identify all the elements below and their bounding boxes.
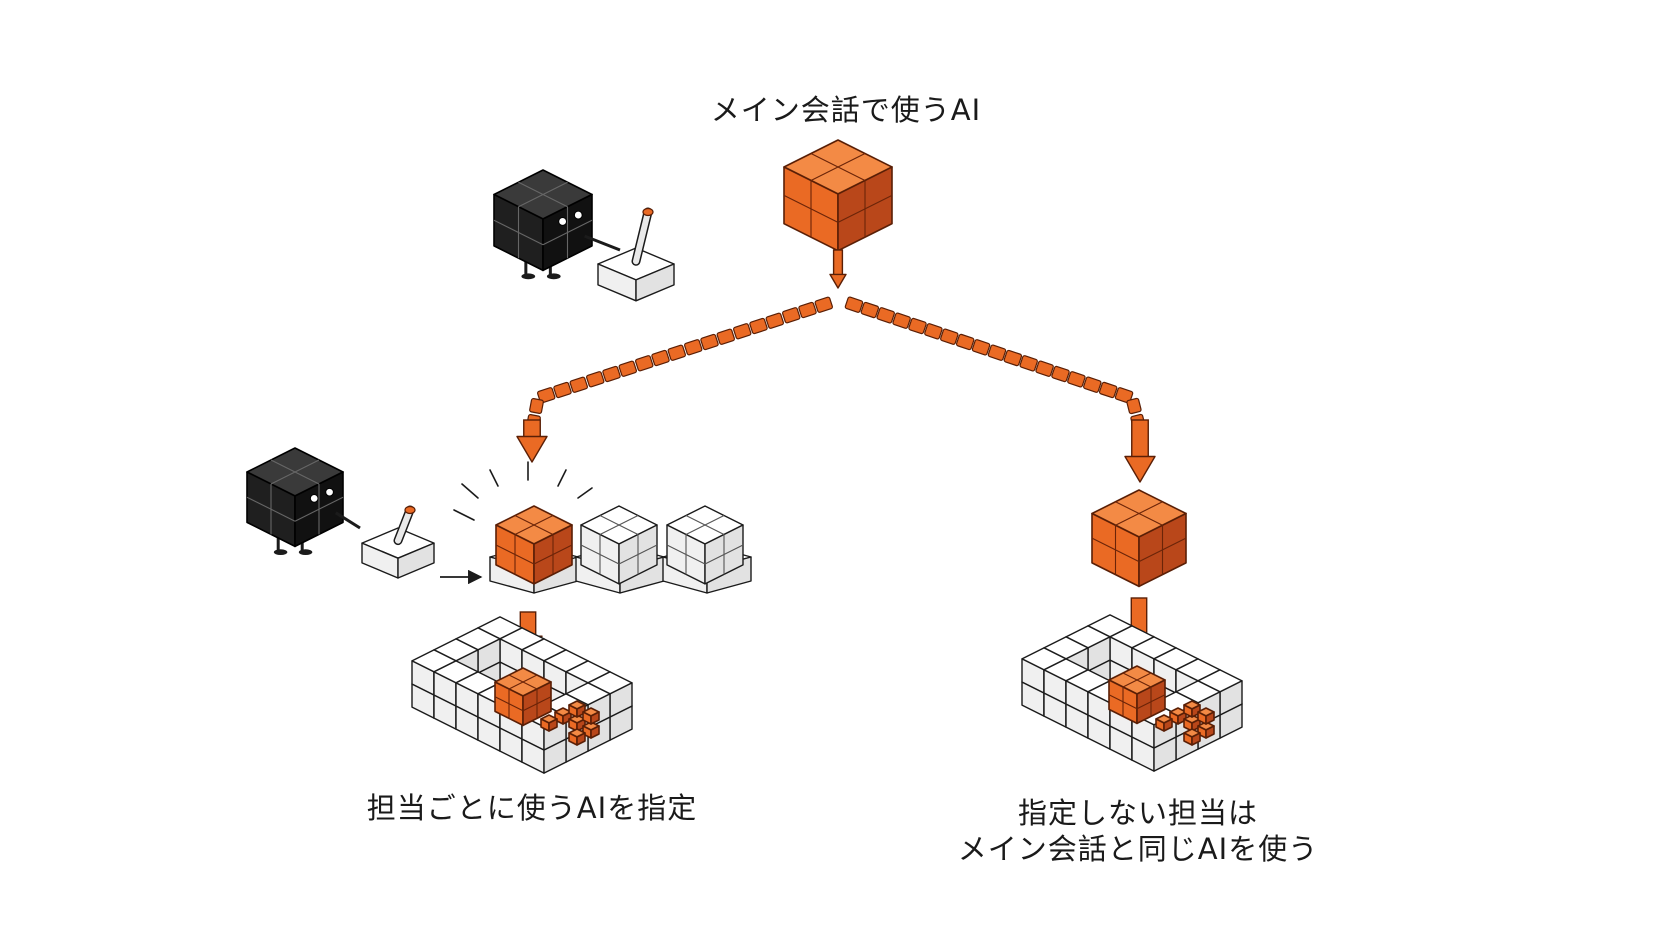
robot-top <box>493 169 621 280</box>
selected-ai-cube <box>495 505 573 585</box>
right-cross-piece <box>1155 700 1215 746</box>
left-branch-arrow <box>516 419 548 463</box>
option-cube-2 <box>580 505 658 585</box>
main-ai-cube <box>783 139 893 252</box>
lever-box-left <box>361 505 435 579</box>
right-branch-arrow <box>1124 419 1156 483</box>
sparkle-icon <box>453 461 593 521</box>
default-ai-label-line1: 指定しない担当は <box>1017 796 1258 830</box>
lever-box-top <box>597 207 675 302</box>
rail-right <box>844 296 1134 404</box>
rail-left <box>537 296 833 404</box>
right-worker-cube <box>1108 665 1166 725</box>
main-ai-label: メイン会話で使うAI <box>710 93 982 127</box>
lever-icon <box>393 505 416 546</box>
right-ai-cube <box>1091 489 1187 588</box>
default-ai-label-line2: メイン会話と同じAIを使う <box>957 832 1319 867</box>
per-role-ai-label: 担当ごとに使うAIを指定 <box>366 791 698 825</box>
left-cross-piece <box>540 700 600 746</box>
default-ai-label: 指定しない担当は メイン会話と同じAIを使う <box>958 795 1318 868</box>
lever-icon <box>631 207 654 266</box>
main-down-arrow <box>829 249 847 289</box>
left-worker-cube <box>494 667 552 727</box>
robot-left <box>246 447 361 556</box>
option-cube-3 <box>666 505 744 585</box>
